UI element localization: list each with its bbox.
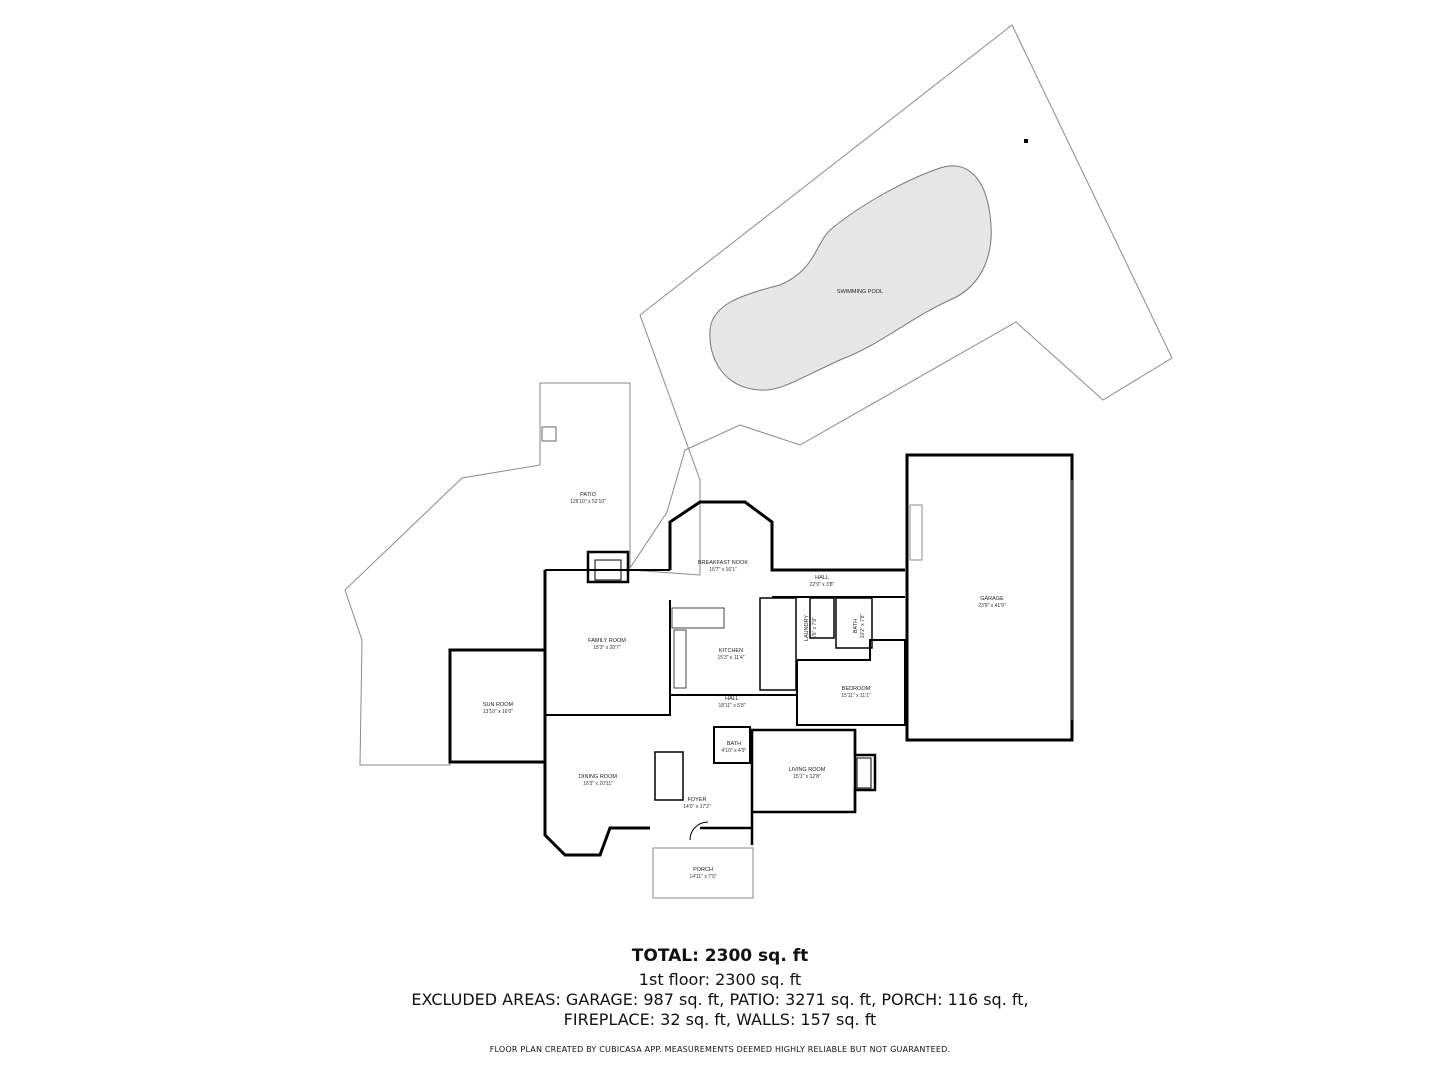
foyer-dim: 14'0" x 17'2" [683, 804, 711, 810]
kitchen-walls [545, 600, 671, 716]
living-room-fireplace [856, 757, 872, 789]
sun-dim: 13'10" x 16'0" [483, 709, 513, 715]
grill-counter [541, 426, 557, 442]
porch-label: PORCH [693, 867, 713, 873]
family-label: FAMILY ROOM [588, 638, 626, 644]
pool-marker [1024, 139, 1028, 143]
kitchen-dim: 15'3" x 11'4" [717, 655, 744, 661]
garage-dim: 23'9" x 41'9" [978, 603, 1006, 609]
bath-top-dim: 10'2" x 7'8" [860, 613, 866, 638]
bath-small-dim: 4'10" x 4'9" [722, 748, 747, 754]
bath-top-label: BATH [853, 619, 859, 633]
kitchen-counter [671, 607, 725, 629]
house-walls-west [543, 570, 650, 857]
total-area: TOTAL: 2300 sq. ft [631, 946, 809, 966]
front-door-swing [689, 821, 709, 841]
laundry-label: LAUNDRY [804, 615, 810, 642]
living-room-east-wall [853, 730, 877, 812]
swimming-pool [709, 165, 992, 391]
hall-top-dim: 22'9" x 3'8" [810, 582, 835, 588]
bath-small-room [713, 726, 751, 764]
porch-outline [652, 847, 754, 899]
patio-outline [344, 24, 1173, 766]
patio-label: PATIO [580, 492, 596, 498]
family-room-fireplace [586, 550, 630, 584]
breakfast-nook-walls [668, 500, 905, 572]
bedroom-label: BEDROOM [842, 686, 871, 692]
hall-mid-label: HALL [725, 696, 739, 702]
foyer-label: FOYER [688, 797, 707, 803]
floor-plan-drawing: SWIMMING POOL PATIO 126'10" x 52'10" BRE… [344, 24, 1173, 899]
foyer-stairs [654, 751, 684, 801]
bedroom-walls [796, 639, 906, 726]
patio-dim: 126'10" x 52'10" [570, 499, 606, 505]
kitchen-island [673, 629, 687, 689]
sun-label: SUN ROOM [483, 702, 514, 708]
laundry-dim: 5'5" x 7'8" [812, 617, 818, 639]
bedroom-dim: 15'11" x 11'1" [841, 693, 871, 699]
floor-area: 1st floor: 2300 sq. ft [638, 970, 802, 989]
bath-top-room [835, 597, 873, 649]
dining-dim: 16'3" x 20'11" [583, 781, 613, 787]
hall-top-label: HALL [815, 575, 829, 581]
hall-mid-dim: 18'11" x 5'8" [718, 703, 745, 709]
living-dim: 15'1" x 12'8" [793, 774, 821, 780]
living-label: LIVING ROOM [789, 767, 826, 773]
stairs-upper [759, 597, 797, 691]
credit-disclaimer: FLOOR PLAN CREATED BY CUBICASA APP. MEAS… [489, 1045, 951, 1054]
garage-label: GARAGE [980, 596, 1004, 602]
excluded-areas-line-2: FIREPLACE: 32 sq. ft, WALLS: 157 sq. ft [563, 1010, 877, 1029]
excluded-areas-line-1: EXCLUDED AREAS: GARAGE: 987 sq. ft, PATI… [411, 990, 1029, 1009]
laundry-room [809, 597, 835, 639]
pool-label: SWIMMING POOL [837, 289, 883, 295]
bath-small-label: BATH [727, 741, 741, 747]
sun-room-walls [448, 648, 545, 764]
breakfast-label: BREAKFAST NOOK [698, 560, 748, 566]
breakfast-dim: 15'7" x 16'1" [709, 567, 737, 573]
dining-label: DINING ROOM [579, 774, 617, 780]
porch-dim: 14'11" x 7'9" [689, 874, 716, 880]
kitchen-label: KITCHEN [719, 648, 743, 654]
family-dim: 18'3" x 20'7" [593, 645, 621, 651]
garage-shelf [909, 504, 923, 561]
